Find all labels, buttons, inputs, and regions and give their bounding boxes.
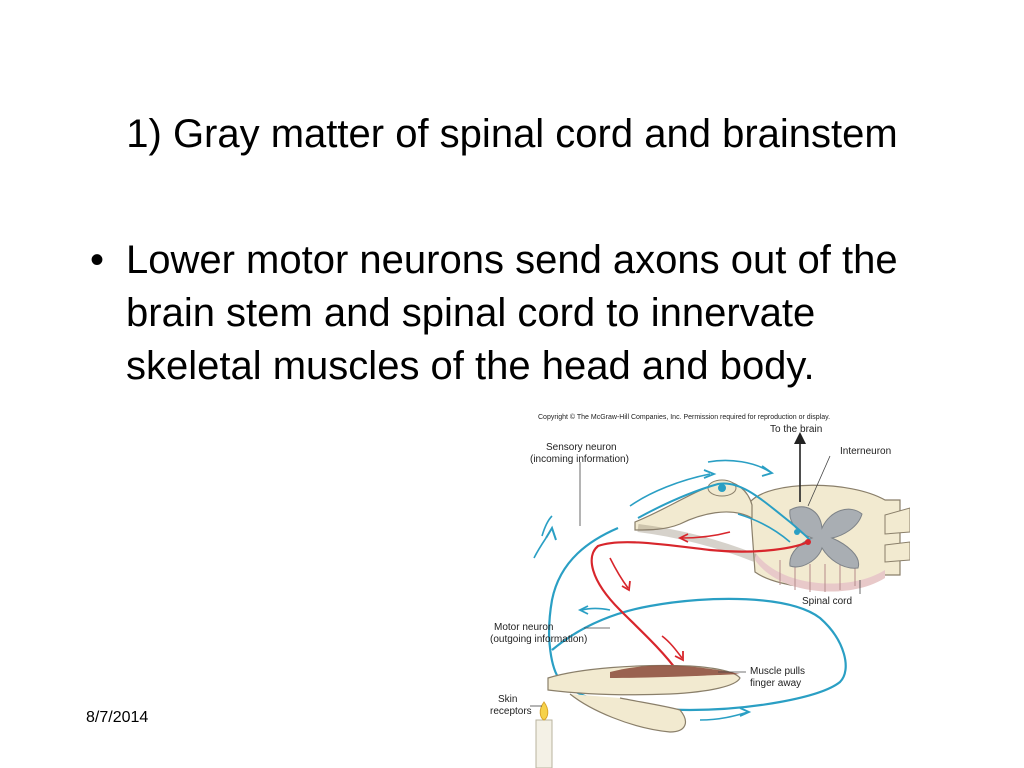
figure-copyright: Copyright © The McGraw-Hill Companies, I… bbox=[538, 414, 831, 421]
motor-neuron-path bbox=[590, 531, 811, 673]
skin-label-line2: receptors bbox=[490, 706, 532, 717]
slide-title: 1) Gray matter of spinal cord and brains… bbox=[126, 112, 898, 156]
spinal-cord-label: Spinal cord bbox=[802, 596, 853, 607]
motor-info-label: (outgoing information) bbox=[490, 634, 588, 645]
interneuron-label: Interneuron bbox=[840, 446, 892, 457]
spinal-cord-drawing bbox=[749, 484, 910, 592]
bullet-dot-icon: • bbox=[90, 238, 105, 282]
footer-date: 8/7/2014 bbox=[86, 709, 149, 726]
sensory-info-label: (incoming information) bbox=[530, 454, 629, 465]
label-leader-lines bbox=[530, 455, 861, 707]
reflex-arc-illustration bbox=[530, 432, 910, 768]
muscle-label-line1: Muscle pulls bbox=[750, 666, 806, 677]
bullet-list: • Lower motor neurons send axons out of … bbox=[88, 234, 948, 393]
bullet-item: • Lower motor neurons send axons out of … bbox=[88, 234, 948, 393]
muscle-label-line2: finger away bbox=[750, 678, 802, 689]
sensory-neuron-label: Sensory neuron bbox=[546, 442, 617, 453]
candle-drawing bbox=[535, 701, 553, 768]
hand-drawing bbox=[547, 664, 741, 733]
skin-label-line1: Skin bbox=[498, 694, 518, 705]
motor-neuron-label: Motor neuron bbox=[494, 622, 554, 633]
to-brain-label: To the brain bbox=[770, 424, 823, 435]
bullet-text: Lower motor neurons send axons out of th… bbox=[126, 238, 898, 388]
to-brain-arrow bbox=[794, 432, 806, 502]
sensory-neuron-path bbox=[533, 459, 847, 721]
reflex-arc-figure: Copyright © The McGraw-Hill Companies, I… bbox=[490, 410, 910, 768]
